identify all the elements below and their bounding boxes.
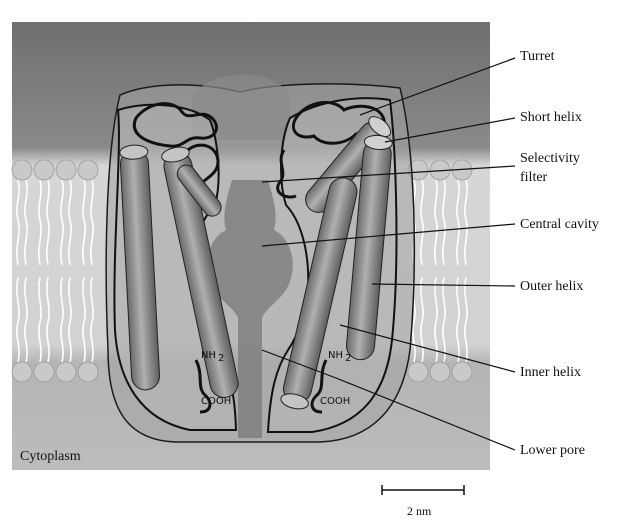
lipid-head: [34, 362, 54, 382]
lipid-head: [430, 362, 450, 382]
nh2-right-label: NH: [328, 350, 343, 361]
lipid-head: [78, 362, 98, 382]
lipid-head: [12, 362, 32, 382]
lipid-head: [56, 362, 76, 382]
lipid-head: [34, 160, 54, 180]
nh2-left-sub: 2: [218, 353, 224, 364]
lipid-head: [408, 362, 428, 382]
lipid-head: [452, 362, 472, 382]
short-helix-label: Short helix: [520, 110, 582, 125]
selectivity-filter-label-line1: Selectivity: [520, 151, 580, 166]
nh2-left-label: NH: [201, 350, 216, 361]
scale-bar: 2 nm: [382, 485, 464, 518]
cooh-left-label: COOH: [201, 396, 231, 407]
lower-pore-label: Lower pore: [520, 443, 585, 458]
lipid-head: [56, 160, 76, 180]
central-cavity-label: Central cavity: [520, 217, 599, 232]
nh2-right-sub: 2: [345, 353, 351, 364]
cytoplasm-label: Cytoplasm: [20, 449, 81, 464]
scale-bar-label: 2 nm: [407, 504, 432, 518]
lipid-head: [12, 160, 32, 180]
outer-helix-label: Outer helix: [520, 279, 583, 294]
cooh-right-label: COOH: [320, 396, 350, 407]
lipid-head: [78, 160, 98, 180]
selectivity-filter-label-line2: filter: [520, 170, 548, 185]
turret-label: Turret: [520, 49, 555, 64]
inner-helix-label: Inner helix: [520, 365, 581, 380]
